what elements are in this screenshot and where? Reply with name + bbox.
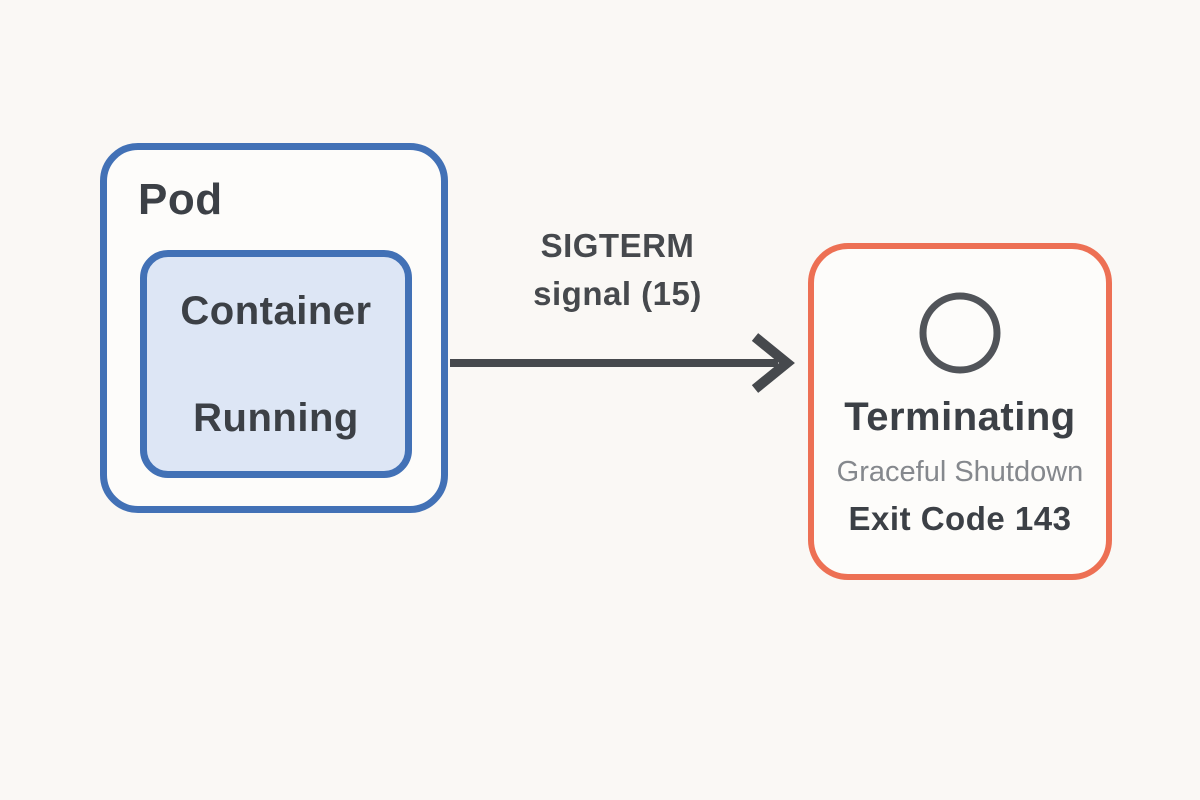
terminating-title: Terminating bbox=[844, 395, 1076, 439]
right-arrow-icon bbox=[450, 333, 795, 393]
signal-detail: signal (15) bbox=[533, 275, 702, 312]
container-status-label: Running bbox=[193, 395, 359, 440]
terminating-box: Terminating Graceful Shutdown Exit Code … bbox=[808, 243, 1112, 580]
signal-name: SIGTERM bbox=[540, 227, 695, 264]
pod-box: Pod Container Running bbox=[100, 143, 448, 513]
container-label: Container bbox=[180, 288, 372, 333]
signal-label: SIGTERM signal (15) bbox=[470, 222, 765, 318]
circle-icon bbox=[919, 292, 1001, 374]
terminating-subtitle: Graceful Shutdown bbox=[836, 456, 1084, 488]
pod-label: Pod bbox=[138, 175, 223, 224]
container-box: Container Running bbox=[140, 250, 412, 478]
terminating-exit-code: Exit Code 143 bbox=[848, 500, 1072, 537]
